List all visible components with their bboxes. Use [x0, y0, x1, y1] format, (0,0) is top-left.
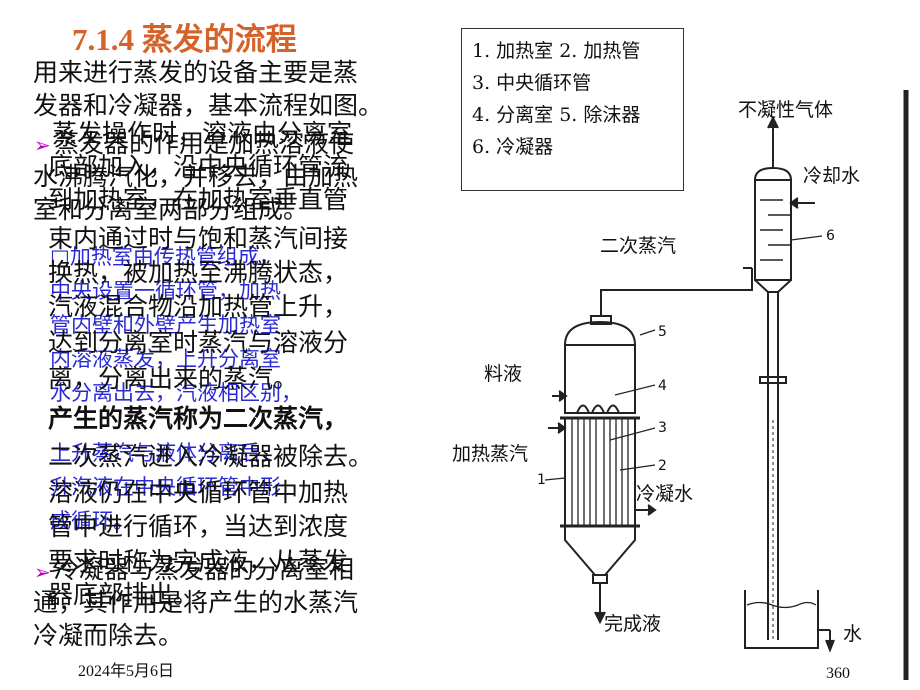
label-cooling-water: 冷却水: [803, 165, 860, 187]
layer-a-line-7: 溶液仍在中央循环管中加热: [48, 478, 349, 507]
legend-line-2: 3. 中央循环管: [472, 72, 592, 94]
label-heating-steam: 加热蒸汽: [452, 443, 528, 465]
intro-line-1: 用来进行蒸发的设备主要是蒸: [33, 58, 359, 87]
layer-a-line-6: 二次蒸汽进入冷凝器被除去。: [48, 442, 374, 471]
footer-date: 2024年5月6日: [78, 663, 175, 680]
layer-b-bullet1-line-1: 蒸发器的作用是加热溶液使: [54, 129, 355, 158]
label-n4: 4: [658, 378, 667, 394]
layer-b-bullet2-line-3: 冷凝而除去。: [33, 621, 184, 650]
page-number: 360: [826, 665, 850, 682]
label-secondary-vapor: 二次蒸汽: [600, 235, 676, 257]
separator-chamber: [564, 344, 636, 414]
legend-line-3: 4. 分离室 5. 除沫器: [472, 104, 641, 126]
layer-b-blue-line-1: □加热室由传热管组成，: [50, 245, 280, 269]
evaporator-diagram: 不凝性气体 冷却水 二次蒸汽 料液 加热蒸汽 冷凝水 完成液 水 5 4 3 2…: [452, 90, 909, 680]
layer-a-line-2: 换热，被加热至沸腾状态，: [48, 258, 349, 287]
label-n3: 3: [658, 420, 667, 436]
layer-b-bullet1-line-3: 室和分离室两部分组成。: [33, 195, 309, 224]
layer-a-line-1: 束内通过时与饱和蒸汽间接: [48, 224, 349, 253]
label-product: 完成液: [604, 613, 661, 635]
layer-b-blue-line-5: 水分离出去，汽液相区别，: [50, 381, 302, 405]
layer-b-blue-line-3: 管内壁和外壁产生加热室: [50, 313, 281, 337]
layer-a-bullet1-line-3: 到加热室，在加热室垂直管: [48, 185, 349, 214]
legend-box: 1. 加热室 2. 加热管 3. 中央循环管 4. 分离室 5. 除沫器 6. …: [461, 28, 684, 191]
bullet-arrow-icon: ➢: [34, 133, 51, 157]
label-condensate: 冷凝水: [636, 483, 693, 505]
heating-chamber: [564, 417, 636, 527]
bullet-arrow-icon: ➢: [34, 560, 51, 584]
layer-b-blue-line-8: 成循环。: [50, 509, 134, 533]
layer-a-last-line: 器底部排出。: [48, 580, 199, 609]
intro-line-2: 发器和冷凝器，基本流程如图。: [33, 91, 384, 120]
label-n6: 6: [826, 228, 835, 244]
layer-a-bullet1-line-1: 蒸发操作时，溶液由分离室: [52, 119, 353, 148]
layer-b-blue-line-6: 上升蒸汽与液体分离后，: [50, 441, 281, 465]
layer-a-bullet1-line-2: 底部加入，沿中央循环管流: [48, 152, 349, 181]
hot-well: [744, 590, 819, 649]
layer-b-blue-line-4: 内溶液蒸发，上升分离室: [50, 347, 281, 371]
legend-line-1: 1. 加热室 2. 加热管: [472, 40, 641, 62]
label-n5: 5: [658, 324, 667, 340]
layer-b-bullet1-line-2: 水沸腾汽化，并移去，由加热: [33, 162, 359, 191]
layer-a-line-4: 达到分离室时蒸汽与溶液分: [48, 328, 349, 357]
layer-a-bold-line: 产生的蒸汽称为二次蒸汽，: [48, 404, 349, 433]
separator-dome: [563, 320, 637, 346]
label-water: 水: [843, 623, 862, 645]
condenser-body: [754, 179, 792, 281]
label-n1: 1: [537, 472, 546, 488]
layer-b-bullet2-line-2: 通，其作用是将产生的水蒸汽: [33, 588, 359, 617]
slide-title: 7.1.4 蒸发的流程: [72, 22, 297, 57]
condenser-top: [754, 166, 792, 181]
label-feed: 料液: [484, 363, 522, 385]
label-n2: 2: [658, 458, 667, 474]
layer-b-bullet2-line-1: 冷凝器与蒸发器的分离室相: [54, 555, 355, 584]
legend-line-4: 6. 冷凝器: [472, 136, 554, 158]
layer-b-blue-line-7: 升汽液在中央循环管中形: [50, 475, 281, 499]
label-noncondensable: 不凝性气体: [738, 99, 833, 121]
layer-a-line-3: 汽液混合物沿加热管上升，: [48, 292, 349, 321]
layer-b-blue-line-2: 中央设置一循环管，加热: [50, 279, 281, 303]
layer-a-line-9: 要求时称为完成液，从蒸发: [48, 547, 349, 576]
layer-a-line-5: 离，分离出来的蒸汽。: [48, 364, 299, 393]
layer-a-line-8: 管中进行循环，当达到浓度: [48, 512, 349, 541]
